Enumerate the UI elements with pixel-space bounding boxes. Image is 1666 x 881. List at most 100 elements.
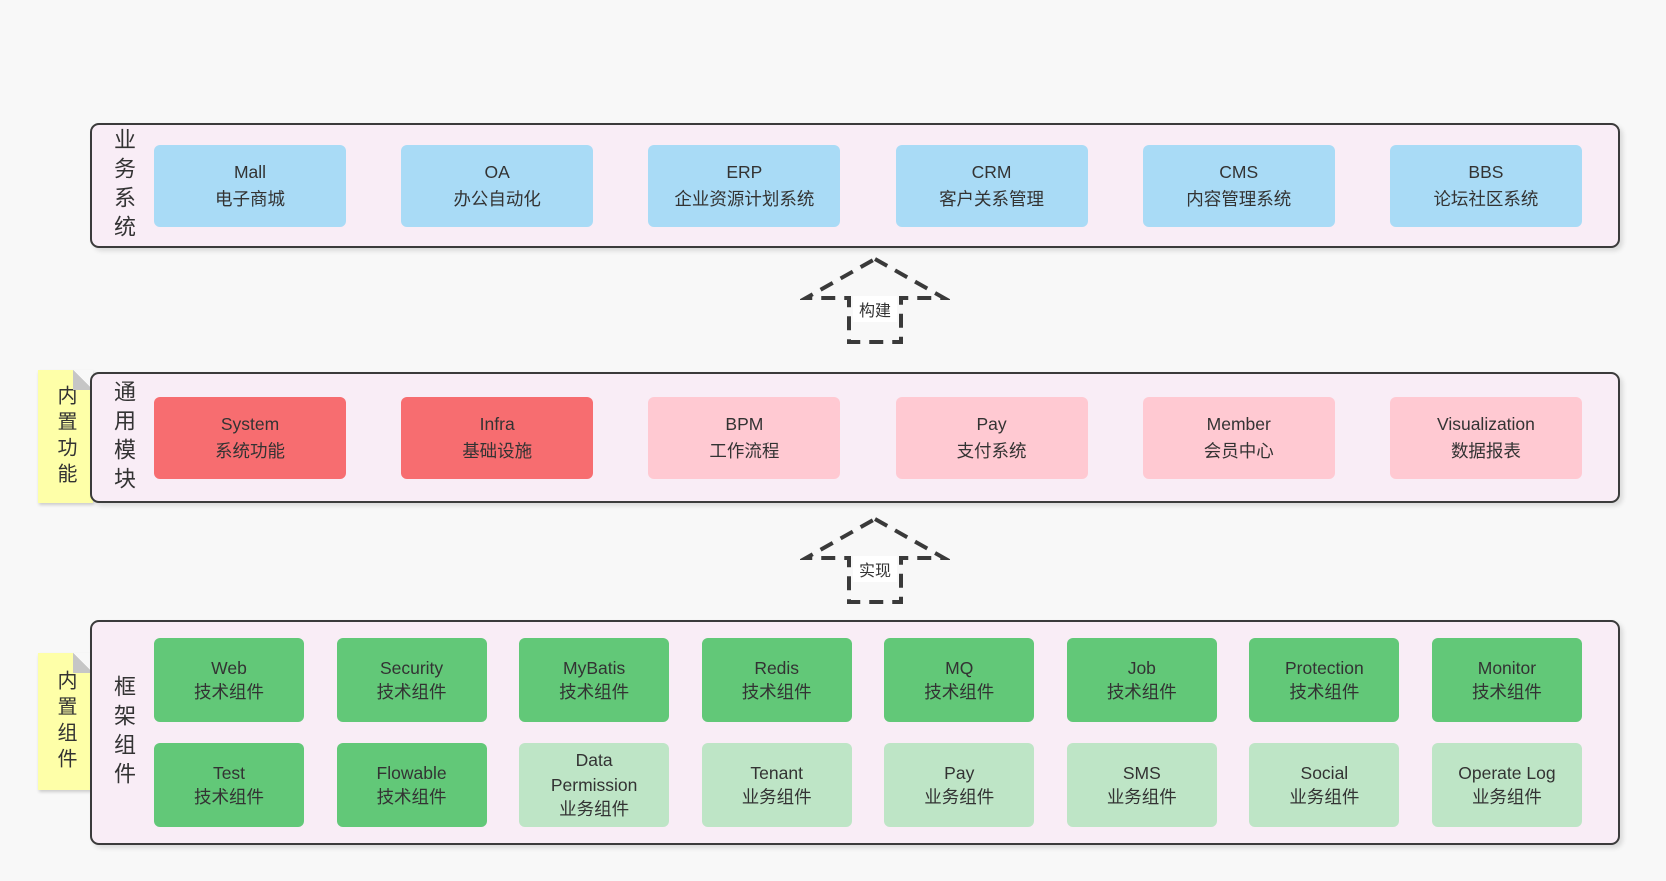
box-bpm-desc: 工作流程 [709,440,780,461]
box-monitor-name: Monitor [1477,657,1537,678]
box-protection-name: Protection [1284,657,1364,678]
layer-framework-components: 框架组件 Web 技术组件 Security 技术组件 MyBatis 技术组件… [90,620,1620,845]
box-security: Security 技术组件 [336,638,487,722]
box-flowable: Flowable 技术组件 [336,743,487,827]
box-job-name: Job [1127,657,1156,678]
box-member-desc: 会员中心 [1203,440,1274,461]
business-boxes: Mall 电子商城 OA 办公自动化 ERP 企业资源计划系统 CRM 客户关系… [154,125,1618,246]
folded-corner-icon [73,370,93,390]
box-data-permission-desc: 业务组件 [559,799,630,820]
box-monitor-desc: 技术组件 [1471,682,1542,702]
box-social-name: Social [1300,762,1349,783]
layer-components-label: 框架组件 [92,622,154,843]
box-job: Job 技术组件 [1066,638,1217,722]
box-bpm: BPM 工作流程 [648,396,841,479]
box-bbs-name: BBS [1468,162,1504,183]
box-oa-desc: 办公自动化 [453,188,541,209]
box-mybatis: MyBatis 技术组件 [519,638,670,722]
box-crm-desc: 客户关系管理 [939,188,1045,209]
box-pay-system: Pay 支付系统 [895,396,1088,479]
box-security-desc: 技术组件 [376,682,447,702]
box-system: System 系统功能 [154,396,346,479]
sticky-note-built-in-features-text: 内置功能 [54,384,76,489]
arrow-up-icon [800,516,950,604]
box-infra-name: Infra [479,414,515,435]
box-mall-name: Mall [233,162,267,183]
box-member-name: Member [1206,414,1271,435]
box-social: Social 业务组件 [1249,743,1400,827]
layer-modules-label-text: 通用模块 [111,379,136,496]
box-web-desc: 技术组件 [194,682,264,702]
layer-modules-label: 通用模块 [92,374,154,501]
folded-corner-icon [73,653,93,673]
box-bbs-desc: 论坛社区系统 [1433,188,1539,209]
box-protection: Protection 技术组件 [1249,638,1400,722]
box-mall: Mall 电子商城 [154,144,346,227]
box-system-desc: 系统功能 [215,440,285,461]
box-redis: Redis 技术组件 [701,638,852,722]
box-bpm-name: BPM [725,414,764,435]
box-redis-name: Redis [754,657,800,678]
box-crm-name: CRM [971,162,1012,183]
box-crm: CRM 客户关系管理 [895,144,1088,227]
box-infra: Infra 基础设施 [401,396,594,479]
box-operate-log: Operate Log 业务组件 [1431,743,1582,827]
box-mybatis-desc: 技术组件 [559,682,630,702]
box-mall-desc: 电子商城 [215,188,285,209]
box-visualization-name: Visualization [1436,414,1535,435]
box-cms-name: CMS [1219,162,1259,183]
box-erp-name: ERP [726,162,763,183]
implement-arrow-label: 实现 [852,556,898,582]
box-operate-log-name: Operate Log [1458,762,1556,783]
box-job-desc: 技术组件 [1106,682,1177,702]
build-arrow-label: 构建 [852,296,898,322]
box-tenant: Tenant 业务组件 [701,743,852,827]
layer-business-label: 业务系统 [92,125,154,246]
box-pay-component-name: Pay [944,762,975,783]
box-erp: ERP 企业资源计划系统 [648,144,841,227]
box-infra-desc: 基础设施 [462,440,533,461]
arrow-up-icon [800,256,950,344]
layer-components-label-text: 框架组件 [111,674,136,791]
box-oa: OA 办公自动化 [401,144,594,227]
box-visualization: Visualization 数据报表 [1389,396,1582,479]
box-mybatis-name: MyBatis [563,657,626,678]
sticky-note-built-in-features: 内置功能 [38,370,93,503]
box-test-desc: 技术组件 [194,787,264,807]
modules-boxes: System 系统功能 Infra 基础设施 BPM 工作流程 Pay 支付系统… [154,374,1618,501]
box-mq: MQ 技术组件 [884,638,1035,722]
box-web-name: Web [211,657,247,678]
box-sms-name: SMS [1122,762,1161,783]
layer-business-systems: 业务系统 Mall 电子商城 OA 办公自动化 ERP 企业资源计划系统 CRM… [90,123,1620,248]
box-sms-desc: 业务组件 [1106,787,1177,807]
layer-business-label-text: 业务系统 [111,127,136,244]
box-security-name: Security [379,657,444,678]
build-arrow: 构建 [800,254,950,346]
box-tenant-name: Tenant [750,762,803,783]
layer-common-modules: 通用模块 System 系统功能 Infra 基础设施 BPM 工作流程 Pay… [90,372,1620,503]
box-pay-component: Pay 业务组件 [884,743,1035,827]
box-member: Member 会员中心 [1142,396,1335,479]
box-test: Test 技术组件 [154,743,304,827]
box-mq-name: MQ [945,657,974,678]
box-redis-desc: 技术组件 [741,682,812,702]
box-pay-component-desc: 业务组件 [924,787,995,807]
box-flowable-name: Flowable [376,762,447,783]
box-mq-desc: 技术组件 [924,682,995,702]
box-cms-desc: 内容管理系统 [1186,188,1292,209]
components-boxes: Web 技术组件 Security 技术组件 MyBatis 技术组件 Redi… [154,622,1618,843]
sticky-note-built-in-components-text: 内置组件 [54,669,76,774]
box-web: Web 技术组件 [154,638,304,722]
box-monitor: Monitor 技术组件 [1431,638,1582,722]
box-system-name: System [220,414,280,435]
implement-arrow: 实现 [800,514,950,606]
box-data-permission-name: Data Permission [550,750,638,795]
box-pay-system-desc: 支付系统 [956,440,1027,461]
box-cms: CMS 内容管理系统 [1142,144,1335,227]
box-tenant-desc: 业务组件 [741,787,812,807]
box-social-desc: 业务组件 [1289,787,1360,807]
box-pay-system-name: Pay [976,414,1007,435]
sticky-note-built-in-components: 内置组件 [38,653,93,790]
box-oa-name: OA [484,162,510,183]
box-test-name: Test [212,762,246,783]
